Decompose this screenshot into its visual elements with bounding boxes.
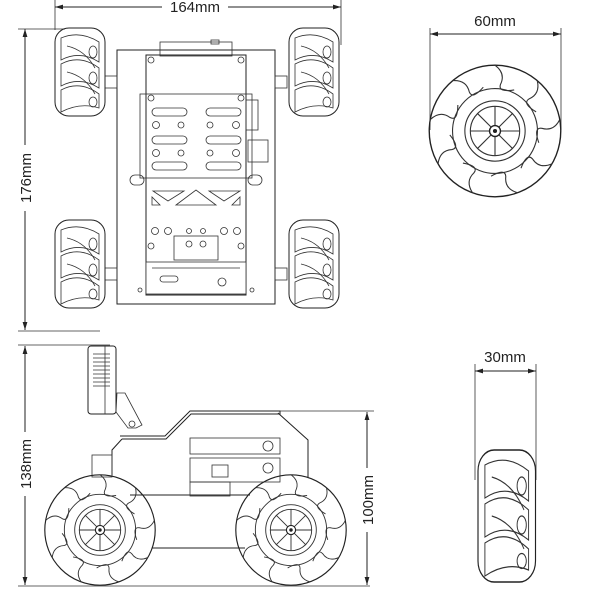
expansion-board xyxy=(139,93,253,179)
wheel-front-view: 60mm xyxy=(428,13,563,199)
wheel-front-right xyxy=(288,27,340,117)
top-view: 164mm 176mm xyxy=(14,0,342,332)
wheel-side-drawing xyxy=(477,449,537,583)
chassis-plate xyxy=(116,49,276,305)
wheel-side-view: 30mm xyxy=(474,349,537,583)
wheel-diameter-label: 60mm xyxy=(474,13,516,30)
side-board-bottom xyxy=(189,457,281,483)
camera xyxy=(87,345,117,415)
length-dimension-label: 176mm xyxy=(18,153,35,203)
wheel-rear-right xyxy=(288,219,340,309)
wheel-rear-side xyxy=(235,475,348,588)
wheel-width-label: 30mm xyxy=(484,349,526,366)
wheel-rear-left xyxy=(54,219,106,309)
wheel-front-drawing xyxy=(428,65,563,199)
wheel-front-left xyxy=(54,27,106,117)
body-height-dimension-label: 100mm xyxy=(360,475,377,525)
side-board-top xyxy=(189,437,281,455)
width-dimension-label: 164mm xyxy=(170,0,220,16)
height-dimension-label: 138mm xyxy=(18,439,35,489)
side-view: 138mm 100mm xyxy=(14,344,378,588)
controller-board xyxy=(145,54,247,296)
wheel-front-side xyxy=(44,475,157,588)
